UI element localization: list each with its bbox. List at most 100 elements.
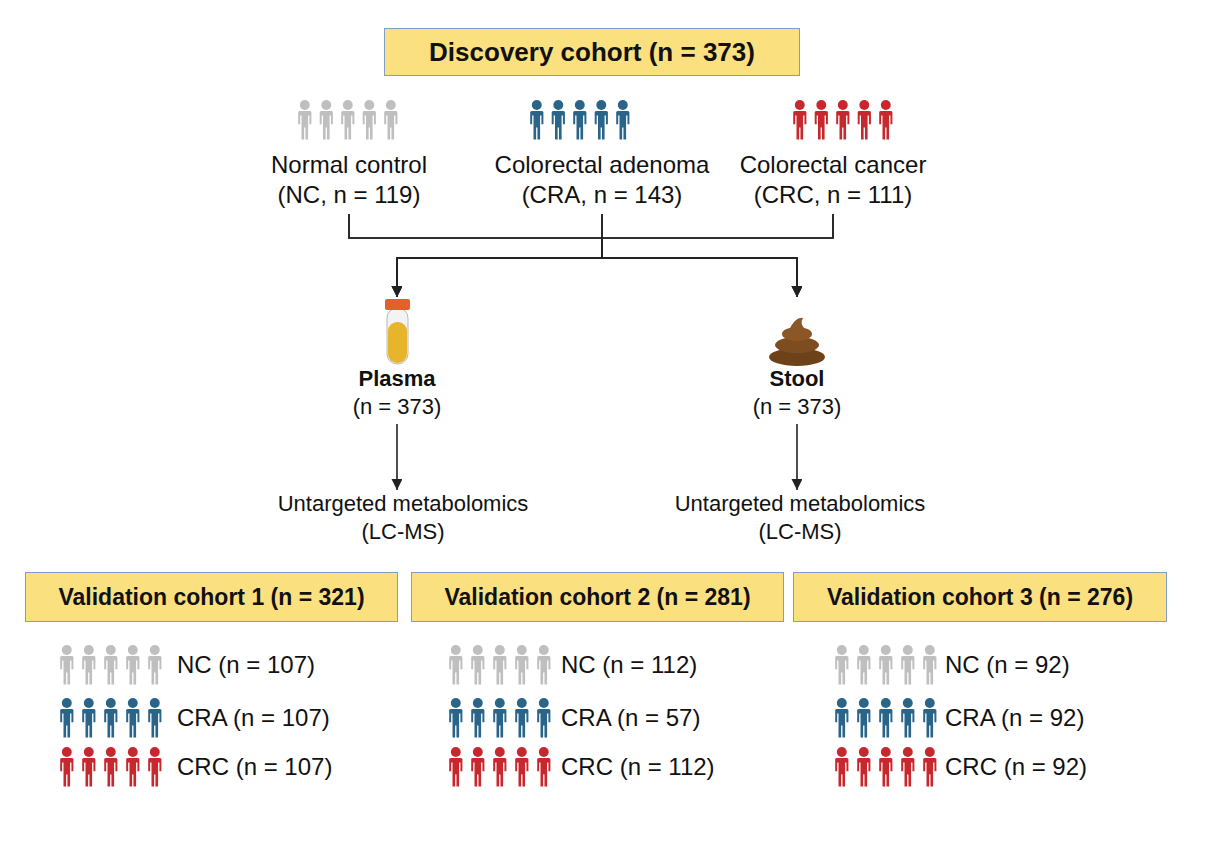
person-icon	[126, 645, 139, 685]
person-head	[150, 698, 160, 708]
node-label: Colorectal cancer (CRC, n = 111)	[726, 150, 941, 210]
person-icon	[493, 747, 506, 787]
person-icon	[793, 100, 806, 140]
person-body	[835, 709, 848, 738]
person-head	[925, 698, 935, 708]
person-body	[879, 709, 892, 738]
person-body	[879, 656, 892, 685]
person-head	[925, 645, 935, 655]
person-head	[386, 100, 396, 110]
person-head	[495, 698, 505, 708]
person-body	[471, 656, 484, 685]
person-icon	[595, 100, 608, 140]
group-node: Stool(n = 373)	[753, 297, 842, 420]
person-body	[493, 709, 506, 738]
person-head	[596, 100, 606, 110]
person-icon	[363, 100, 376, 140]
person-head	[881, 645, 891, 655]
person-icon	[493, 698, 506, 738]
person-head	[539, 747, 549, 757]
person-body	[60, 709, 73, 738]
cohort-title: Validation cohort 1 (n = 321)	[58, 583, 364, 612]
person-head	[618, 100, 628, 110]
person-body	[320, 111, 333, 140]
connector-arrow	[349, 214, 797, 297]
node-count: (n = 373)	[753, 393, 842, 421]
person-body	[471, 758, 484, 787]
person-icon	[835, 645, 848, 685]
person-icon	[449, 645, 462, 685]
person-head	[451, 747, 461, 757]
person-body	[901, 656, 914, 685]
cohort-title: Validation cohort 3 (n = 276)	[827, 583, 1133, 612]
person-head	[473, 747, 483, 757]
person-head	[62, 747, 72, 757]
connector-arrow	[602, 214, 797, 297]
person-body	[493, 758, 506, 787]
person-head	[903, 645, 913, 655]
person-head	[903, 747, 913, 757]
group-count: CRC (n = 92)	[945, 752, 1087, 782]
person-icon	[104, 645, 117, 685]
person-head	[881, 747, 891, 757]
connector-arrow	[602, 214, 833, 297]
person-icon	[471, 645, 484, 685]
person-head	[62, 698, 72, 708]
tube-plasma	[388, 322, 407, 363]
person-body	[537, 656, 550, 685]
person-icon	[148, 747, 161, 787]
person-head	[859, 100, 869, 110]
person-body	[82, 758, 95, 787]
person-body	[815, 111, 828, 140]
person-icon	[515, 747, 528, 787]
person-body	[515, 709, 528, 738]
stool-tip	[789, 318, 806, 330]
person-icon	[879, 747, 892, 787]
person-head	[837, 698, 847, 708]
person-body	[148, 758, 161, 787]
connector-arrow	[796, 424, 798, 490]
person-head	[495, 747, 505, 757]
node-label: Untargeted metabolomics (LC-MS)	[665, 490, 935, 545]
group-node: Plasma(n = 373)	[353, 297, 442, 420]
person-icon	[60, 698, 73, 738]
group-node: Untargeted metabolomics (LC-MS)	[665, 490, 935, 545]
person-body	[858, 111, 871, 140]
person-head	[321, 100, 331, 110]
person-head	[128, 645, 138, 655]
person-body	[857, 758, 870, 787]
person-body	[82, 656, 95, 685]
person-icon	[858, 100, 871, 140]
group-count: CRC (n = 107)	[177, 752, 332, 782]
person-body	[901, 758, 914, 787]
group-count: CRA (n = 92)	[945, 703, 1084, 733]
person-head	[517, 747, 527, 757]
person-body	[493, 656, 506, 685]
person-head	[84, 698, 94, 708]
person-icon	[836, 100, 849, 140]
node-label: Untargeted metabolomics (LC-MS)	[268, 490, 538, 545]
person-body	[857, 709, 870, 738]
person-head	[859, 698, 869, 708]
person-icon	[449, 747, 462, 787]
group-node: Normal control (NC, n = 119)	[254, 150, 444, 210]
person-head	[128, 698, 138, 708]
person-body	[835, 656, 848, 685]
person-head	[128, 747, 138, 757]
person-icon	[298, 100, 311, 140]
person-icon	[530, 100, 543, 140]
person-body	[126, 709, 139, 738]
person-body	[530, 111, 543, 140]
person-icon	[901, 645, 914, 685]
person-head	[859, 747, 869, 757]
cohort-title: Validation cohort 2 (n = 281)	[444, 583, 750, 612]
person-head	[553, 100, 563, 110]
person-icon	[879, 645, 892, 685]
person-icon	[815, 100, 828, 140]
connector-arrow	[397, 214, 833, 297]
group-count: CRC (n = 112)	[561, 752, 715, 782]
person-head	[150, 645, 160, 655]
person-body	[104, 656, 117, 685]
tube-cap	[385, 299, 410, 310]
